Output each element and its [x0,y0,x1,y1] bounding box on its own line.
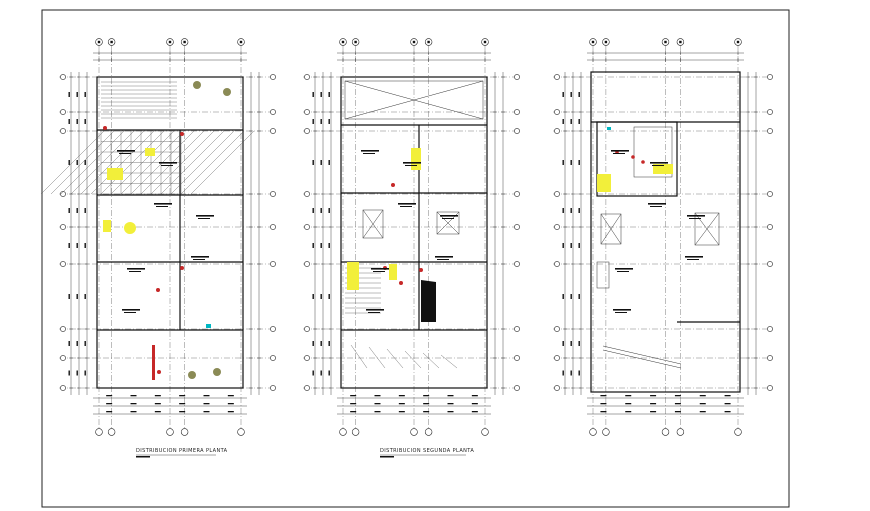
floor-plan-second [303,38,520,436]
plan-caption-1: DISTRIBUCION PRIMERA PLANTA [136,448,228,458]
sheet-border [41,9,790,508]
svg-text:DISTRIBUCION SEGUNDA PLANTA: DISTRIBUCION SEGUNDA PLANTA [380,448,474,454]
floor-plan-roof [553,38,773,436]
plan-caption-2: DISTRIBUCION SEGUNDA PLANTA [380,448,474,458]
floor-plan-first [40,38,276,436]
svg-text:DISTRIBUCION PRIMERA PLANTA: DISTRIBUCION PRIMERA PLANTA [136,448,228,454]
